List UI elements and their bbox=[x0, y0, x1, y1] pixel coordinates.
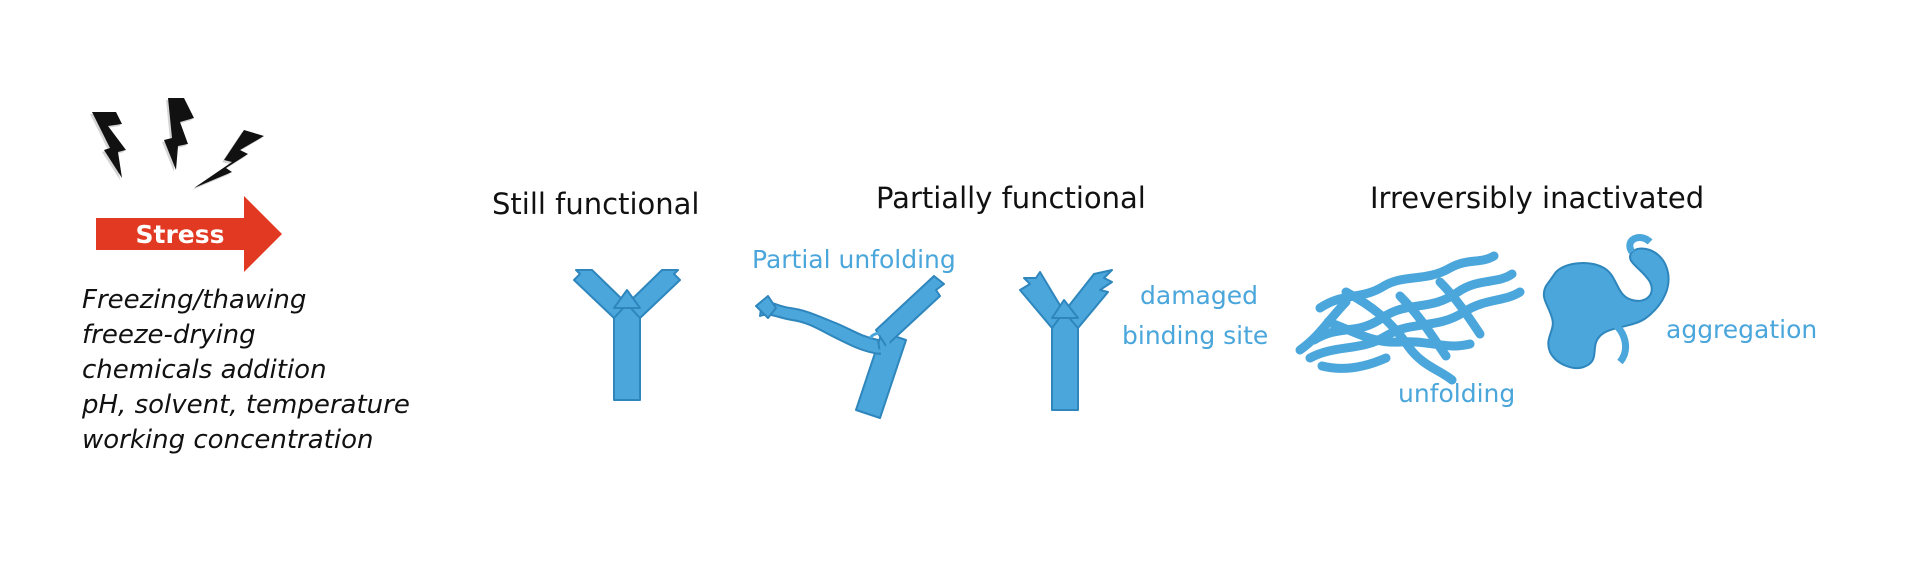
partial-unfolding-label: Partial unfolding bbox=[752, 245, 956, 274]
stress-cause: working concentration bbox=[82, 425, 373, 455]
partially-functional-title: Partially functional bbox=[876, 181, 1146, 215]
lightning-bolt-icon bbox=[192, 130, 264, 190]
stress-arrow: Stress bbox=[96, 196, 282, 272]
still-functional-title: Still functional bbox=[492, 187, 699, 221]
stress-cause: pH, solvent, temperature bbox=[81, 390, 410, 420]
stress-label: Stress bbox=[135, 220, 224, 249]
unfolded-protein-strands bbox=[1295, 251, 1525, 385]
stress-cause: chemicals addition bbox=[82, 355, 327, 385]
stress-causes-list: Freezing/thawing freeze-drying chemicals… bbox=[81, 285, 410, 455]
lightning-bolt-icon bbox=[162, 98, 194, 172]
aggregated-protein bbox=[1542, 234, 1670, 370]
unfolding-label: unfolding bbox=[1398, 379, 1515, 408]
damaged-antibody bbox=[1019, 269, 1113, 411]
stress-cause: Freezing/thawing bbox=[82, 285, 306, 315]
stress-cause: freeze-drying bbox=[82, 320, 256, 350]
damaged-binding-site-label-line1: damaged bbox=[1140, 281, 1258, 310]
intact-antibody bbox=[573, 269, 681, 401]
partially-unfolded-antibody bbox=[755, 275, 945, 419]
irreversibly-inactivated-title: Irreversibly inactivated bbox=[1370, 181, 1704, 215]
lightning-bolts bbox=[90, 98, 264, 190]
damaged-binding-site-label-line2: binding site bbox=[1122, 321, 1268, 350]
aggregation-label: aggregation bbox=[1666, 315, 1817, 344]
lightning-bolt-icon bbox=[90, 112, 126, 180]
